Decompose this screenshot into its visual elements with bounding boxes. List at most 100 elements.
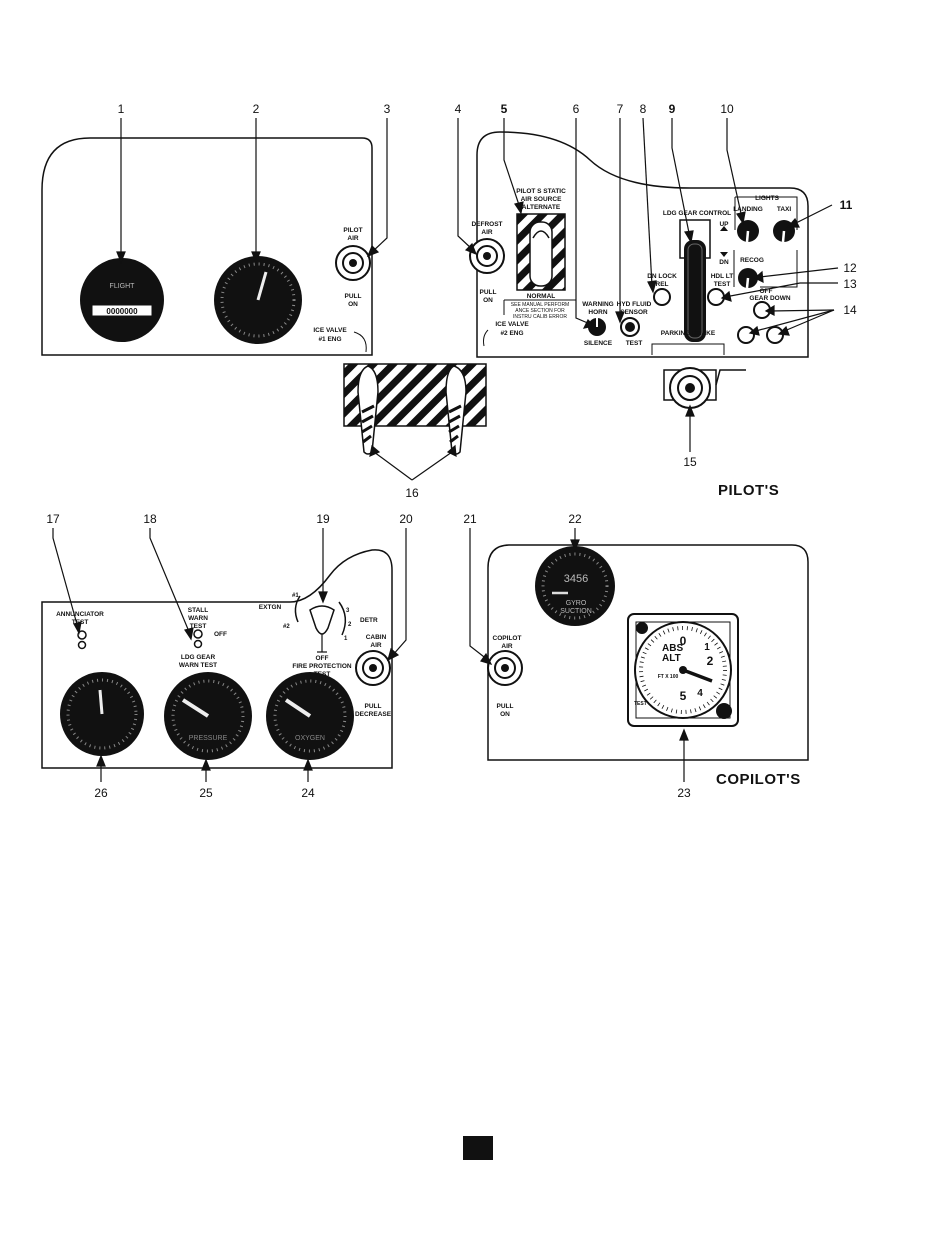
svg-text:2: 2 xyxy=(707,654,714,668)
callout-16: 16 xyxy=(405,486,419,500)
hyd-fluid-test-button[interactable] xyxy=(620,317,640,337)
svg-text:2: 2 xyxy=(348,622,352,628)
ldg-gear-warn-label-2: WARN TEST xyxy=(179,662,217,669)
defrost-air-knob[interactable] xyxy=(469,238,505,274)
hyd-test-label: TEST xyxy=(626,340,643,347)
callout-1: 1 xyxy=(118,102,125,116)
copilot-section-title: COPILOT'S xyxy=(716,771,801,788)
pilot-section-title: PILOT'S xyxy=(718,482,779,499)
stall-warn-switch[interactable] xyxy=(193,629,203,649)
altimeter-adjust-knob xyxy=(636,622,648,634)
up-label: UP xyxy=(719,221,729,228)
parking-brake-handle[interactable] xyxy=(663,367,746,409)
fire-off-label: OFF xyxy=(316,655,329,662)
callout-leaders xyxy=(52,117,839,782)
recog-label: RECOG xyxy=(740,257,764,264)
manual-note-2: ANCE SECTION FOR xyxy=(515,308,565,314)
pilot-air-knob[interactable] xyxy=(335,245,371,281)
power-lever-quadrant[interactable] xyxy=(343,363,487,455)
manual-note-1: SEE MANUAL PERFORM xyxy=(511,302,569,308)
landing-light-switch[interactable] xyxy=(737,220,759,243)
callout-15: 15 xyxy=(683,455,697,469)
ldg-gear-warn-label-1: LDG GEAR xyxy=(181,654,216,661)
annunciator-test-switch[interactable] xyxy=(77,630,87,650)
svg-text:#1: #1 xyxy=(292,593,299,599)
callout-8: 8 xyxy=(640,102,647,116)
gauge-26 xyxy=(60,672,144,756)
ft-x-100-label: FT X 100 xyxy=(658,674,679,680)
callout-25: 25 xyxy=(199,786,213,800)
ice-valve-2-label-b: #2 ENG xyxy=(500,330,523,337)
fire-protection-test-switch[interactable] xyxy=(309,605,335,653)
oxygen-gauge-label: OXYGEN xyxy=(295,735,325,742)
manual-note-3: INSTRU CALIB ERROR xyxy=(513,314,567,320)
svg-text:4: 4 xyxy=(697,688,703,699)
hdl-lt-test-label-2: TEST xyxy=(714,281,731,288)
static-source-label-2: AIR SOURCE xyxy=(521,196,562,203)
copilot-air-label-2: AIR xyxy=(501,643,513,650)
pilot-right-panel: DEFROST AIR PULL ON ICE VALVE #2 ENG PIL… xyxy=(469,131,809,358)
stall-warn-label-2: WARN xyxy=(188,615,208,622)
detr-label: DETR xyxy=(360,617,378,624)
warning-horn-label-2: HORN xyxy=(588,309,607,316)
copilot-air-label-1: COPILOT xyxy=(493,635,522,642)
cabin-altimeter: ABS ALT 0 1 2 4 5 FT X 100 TEST xyxy=(627,613,739,727)
callout-13: 13 xyxy=(843,277,857,291)
pull-decrease-label-2: DECREASE xyxy=(355,711,392,718)
dn-label: DN xyxy=(719,259,729,266)
callout-14: 14 xyxy=(843,303,857,317)
ice-valve-1-label-a: ICE VALVE xyxy=(313,327,347,334)
fire-protection-label-1: FIRE PROTECTION xyxy=(292,663,352,670)
gauge-needle xyxy=(256,271,268,301)
cabin-air-label-1: CABIN xyxy=(366,634,387,641)
landing-label: LANDING xyxy=(733,206,763,213)
callout-23: 23 xyxy=(677,786,691,800)
svg-text:#2: #2 xyxy=(283,624,290,630)
dn-lock-rel-label-1: DN LOCK xyxy=(647,273,677,280)
oxygen-gauge: OXYGEN xyxy=(266,672,354,760)
pilot-left-panel: FLIGHT 0000000 PILOT AIR PULL ON ICE VAL… xyxy=(41,137,373,356)
callout-12: 12 xyxy=(843,261,857,275)
hyd-fluid-label-2: SENSOR xyxy=(620,309,648,316)
abs-alt-label-2: ALT xyxy=(662,653,681,664)
pull-on-label-1a: PULL xyxy=(345,293,362,300)
gyro-digits: 3456 xyxy=(564,573,588,585)
callout-17: 17 xyxy=(46,512,60,526)
callout-9: 9 xyxy=(669,102,676,116)
callout-21: 21 xyxy=(463,512,477,526)
silence-label: SILENCE xyxy=(584,340,613,347)
pull-on-label-1b: ON xyxy=(348,301,358,308)
dn-lock-rel-button[interactable] xyxy=(653,288,671,306)
callout-2: 2 xyxy=(253,102,260,116)
static-source-label-1: PILOT S STATIC xyxy=(516,188,566,195)
gear-down-label: GEAR DOWN xyxy=(749,295,790,302)
copilot-air-knob[interactable] xyxy=(487,650,523,686)
static-source-selector[interactable] xyxy=(516,213,566,291)
copilot-right-panel: COPILOT AIR PULL ON 3456 GYRO SUCTION AB… xyxy=(487,544,809,761)
svg-text:0: 0 xyxy=(680,634,687,648)
callout-10: 10 xyxy=(720,102,734,116)
stall-warn-label-1: STALL xyxy=(188,607,208,614)
normal-label: NORMAL xyxy=(527,293,556,300)
parking-brake-label: PARKING BRAKE xyxy=(661,330,716,337)
hdl-lt-test-button[interactable] xyxy=(707,288,725,306)
pull-on-label-3b: ON xyxy=(500,711,510,718)
copilot-lower-left-panel: ANNUNCIATOR TEST STALL WARN TEST OFF LDG… xyxy=(41,549,393,769)
flight-meter-label: FLIGHT xyxy=(110,283,136,290)
warning-horn-switch[interactable] xyxy=(588,318,606,336)
callout-5: 5 xyxy=(501,102,508,116)
callout-3: 3 xyxy=(384,102,391,116)
hdl-lt-test-label-1: HDL LT xyxy=(711,273,734,280)
dn-lock-rel-label-2: REL xyxy=(656,281,669,288)
ice-valve-1-label-b: #1 ENG xyxy=(318,336,341,343)
callout-11: 11 xyxy=(840,198,853,212)
callout-4: 4 xyxy=(455,102,462,116)
cabin-air-knob[interactable] xyxy=(355,650,391,686)
annunciator-test-label-1: ANNUNCIATOR xyxy=(56,611,104,618)
warning-horn-label-1: WARNING xyxy=(582,301,613,308)
cabin-air-label-2: AIR xyxy=(370,642,382,649)
ldg-gear-handle[interactable] xyxy=(684,240,706,342)
callout-19: 19 xyxy=(316,512,330,526)
recog-light-switch[interactable] xyxy=(738,268,758,289)
